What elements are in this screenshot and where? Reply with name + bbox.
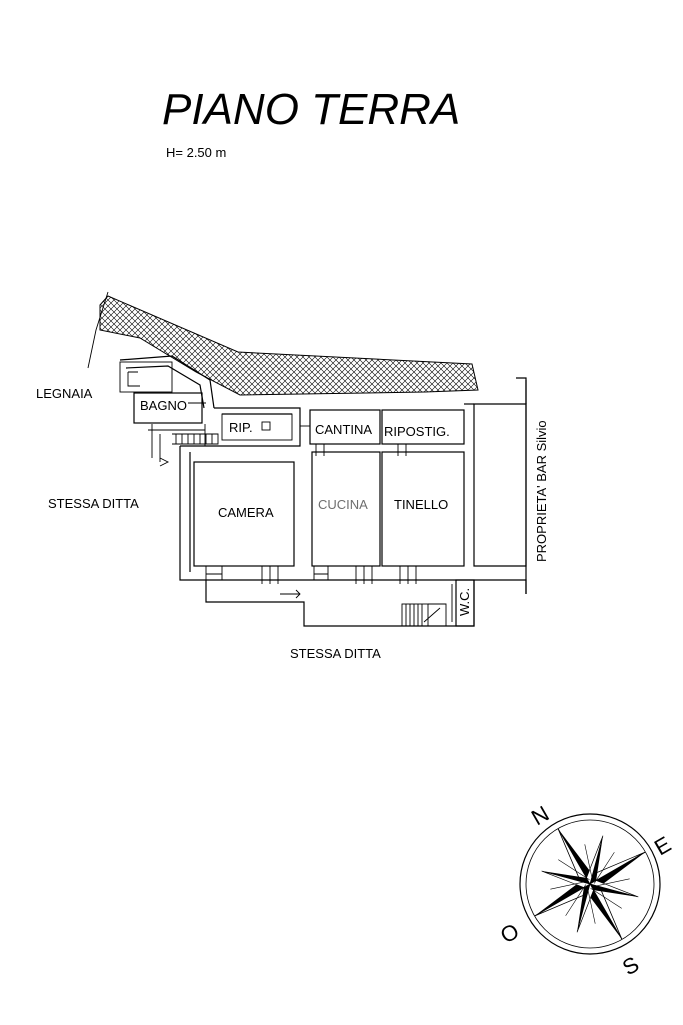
height-note: H= 2.50 m xyxy=(166,145,226,160)
room-label-wc: W.C. xyxy=(457,588,472,616)
room-label-ripostig: RIPOSTIG. xyxy=(384,424,450,439)
room-label-legnaia: LEGNAIA xyxy=(36,386,93,401)
compass-letter-s: S xyxy=(618,951,643,980)
compass-letter-n: N xyxy=(527,801,553,831)
room-label-rip: RIP. xyxy=(229,420,253,435)
compass-letter-o: O xyxy=(496,918,523,948)
room-label-bagno: BAGNO xyxy=(140,398,187,413)
terrain-slope-line xyxy=(87,291,109,369)
room-label-cantina: CANTINA xyxy=(315,422,372,437)
neighbour-label-bottom: STESSA DITTA xyxy=(290,646,381,661)
neighbour-label-left: STESSA DITTA xyxy=(48,496,139,511)
room-label-tinello: TINELLO xyxy=(394,497,448,512)
page-title: PIANO TERRA xyxy=(162,85,460,134)
compass-rose xyxy=(519,813,661,955)
neighbour-label-right: PROPRIETA' BAR Silvio xyxy=(534,420,549,562)
terrain-embankment xyxy=(99,295,479,396)
room-label-camera: CAMERA xyxy=(218,505,274,520)
walls xyxy=(119,355,527,627)
room-label-cucina: CUCINA xyxy=(318,497,368,512)
